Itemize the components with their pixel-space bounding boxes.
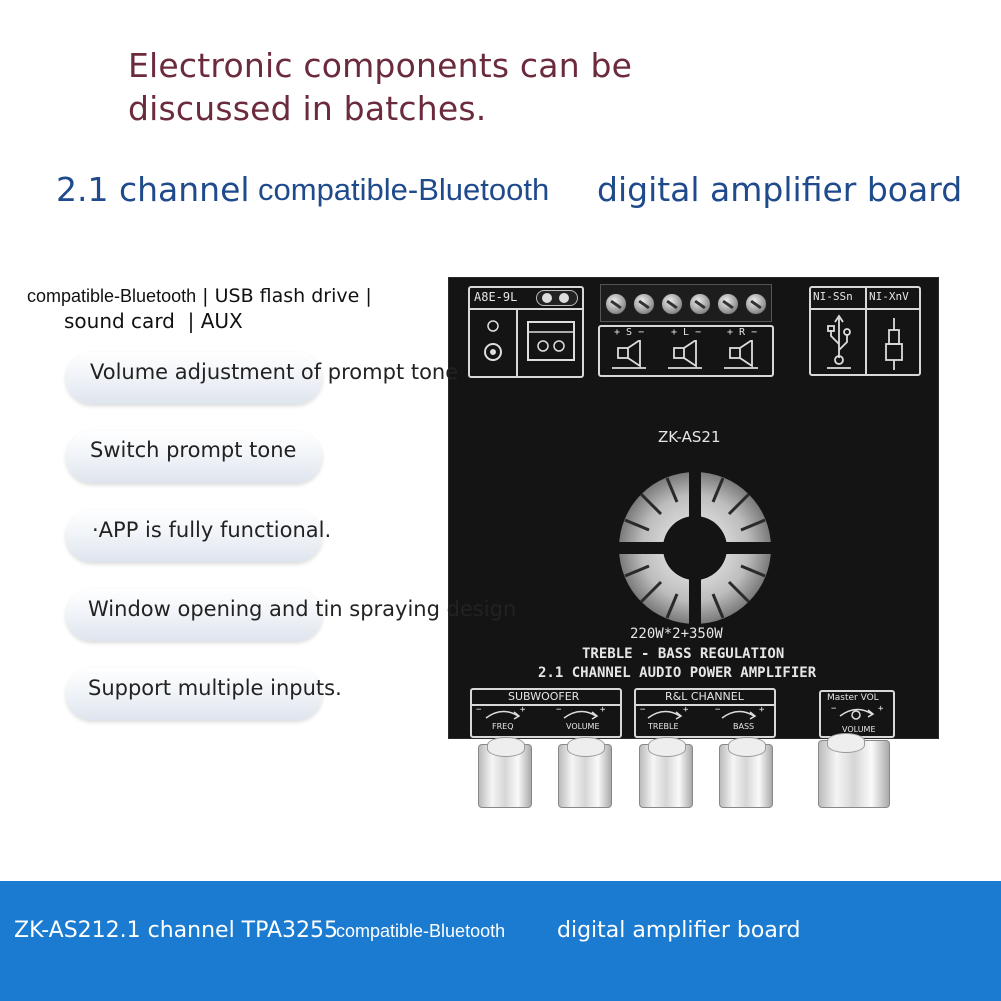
headline: Electronic components can be discussed i… (128, 44, 728, 130)
usb-icon (827, 314, 851, 369)
knob-arrow-icons (485, 710, 599, 720)
usb-box-label: NI-SSn (813, 290, 853, 303)
terminal-screw (717, 293, 739, 315)
speaker-label-l: + L − (671, 327, 702, 338)
headline-line-2: discussed in batches. (128, 89, 487, 128)
power-port-icon (527, 321, 575, 361)
card-box-label: NI-XnV (869, 290, 909, 303)
sub-vol-minus: − (556, 705, 562, 715)
rl-title: R&L CHANNEL (665, 690, 744, 703)
board-left-port-box (468, 286, 584, 378)
headline-line-1: Electronic components can be (128, 46, 633, 85)
master-volume-label: VOLUME (842, 725, 876, 734)
subwoofer-panel (470, 688, 622, 738)
inputs-usb: | USB flash drive | (202, 285, 372, 307)
audio-plug-icon (885, 318, 903, 370)
sub-freq-plus: + (520, 705, 526, 715)
feature-pill-3 (66, 510, 322, 562)
speaker-icons (612, 340, 758, 369)
treble-minus: − (640, 705, 646, 715)
feature-text-1: Volume adjustment of prompt tone (90, 360, 459, 384)
subwoofer-volume-knob[interactable] (558, 737, 612, 808)
board-left-box-label: A8E-9L (474, 290, 518, 304)
master-volume-knob[interactable] (818, 733, 890, 808)
footer-bar (0, 881, 1001, 1001)
feature-pill-2 (66, 431, 322, 483)
treble-knob[interactable] (639, 737, 693, 808)
subwoofer-freq-knob[interactable] (478, 737, 532, 808)
footer-bluetooth: compatible-Bluetooth (336, 921, 506, 941)
subtitle-board: digital amplifier board (597, 170, 963, 209)
sub-freq-label: FREQ (492, 722, 514, 731)
master-vol-title: Master VOL (827, 693, 879, 703)
terminal-screw (605, 293, 627, 315)
board-power: 220W*2+350W (630, 626, 723, 642)
terminal-screw (689, 293, 711, 315)
bass-label: BASS (733, 722, 755, 731)
master-minus: − (831, 704, 837, 714)
aux-jack-icon (484, 320, 502, 361)
inputs-line: compatible-Bluetooth | USB flash drive | (27, 281, 372, 311)
terminal-screw (633, 293, 655, 315)
feature-pill-1 (66, 352, 322, 404)
speaker-output-box (598, 325, 774, 377)
footer-board: digital amplifier board (557, 918, 801, 943)
feature-pill-4 (66, 589, 322, 641)
terminal-screw (745, 293, 767, 315)
treble-label: TREBLE (648, 722, 679, 731)
sub-volume-label: VOLUME (566, 722, 600, 731)
feature-text-5: Support multiple inputs. (88, 676, 342, 700)
feature-text-3: ·APP is fully functional. (92, 518, 332, 542)
subtitle-bluetooth: compatible-Bluetooth (258, 172, 550, 207)
speaker-terminal-strip (600, 284, 772, 322)
inputs-bluetooth: compatible-Bluetooth (27, 286, 197, 306)
subtitle-channel: 2.1 channel (56, 170, 250, 209)
sub-freq-minus: − (476, 705, 482, 715)
feature-text-2: Switch prompt tone (90, 438, 297, 462)
board-model: ZK-AS21 (658, 428, 721, 446)
speaker-label-s: + S − (614, 327, 645, 338)
knob-arrow-icons (647, 710, 757, 720)
speaker-label-r: + R − (727, 327, 758, 338)
terminal-screw (661, 293, 683, 315)
feature-text-4: Window opening and tin spraying design (88, 597, 517, 621)
board-spec-line-1: TREBLE - BASS REGULATION (582, 646, 785, 662)
bass-plus: + (759, 705, 765, 715)
rl-channel-panel (634, 688, 776, 738)
inputs-line-2: sound card | AUX (64, 309, 243, 333)
bass-minus: − (715, 705, 721, 715)
treble-plus: + (683, 705, 689, 715)
feature-pill-5 (66, 668, 322, 720)
sub-vol-plus: + (600, 705, 606, 715)
footer-model: ZK-AS212.1 channel TPA3255 (14, 918, 339, 943)
board-spec-line-2: 2.1 CHANNEL AUDIO POWER AMPLIFIER (538, 665, 817, 681)
board-switch (536, 290, 578, 306)
master-plus: + (878, 704, 884, 714)
heatsink-fan-icon (619, 472, 771, 624)
bass-knob[interactable] (719, 737, 773, 808)
subwoofer-title: SUBWOOFER (508, 690, 580, 703)
subtitle: 2.1 channel compatible-Bluetooth digital… (56, 170, 976, 214)
master-knob-arrow-icon (839, 708, 875, 720)
